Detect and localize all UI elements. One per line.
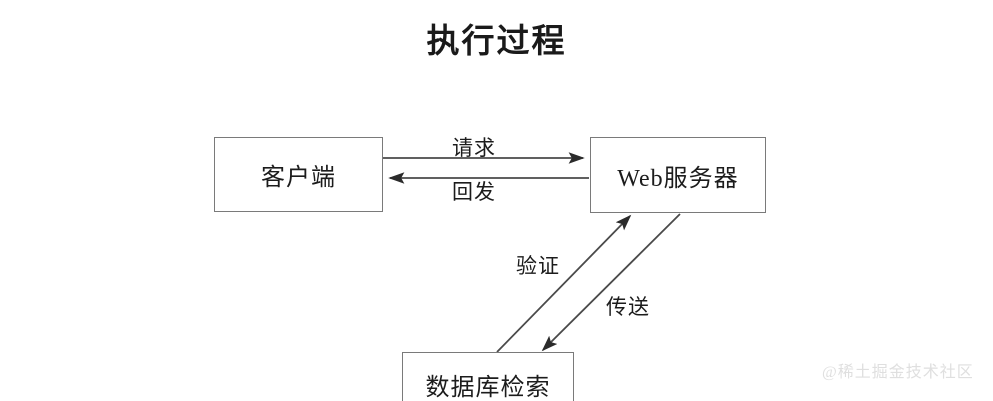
arrow-verify xyxy=(496,214,632,353)
edge-label-verify: 验证 xyxy=(516,254,560,278)
node-web-server-label: Web服务器 xyxy=(617,165,739,192)
node-client[interactable]: 客户端 xyxy=(214,137,383,212)
edge-label-transmit: 传送 xyxy=(606,295,650,319)
watermark: @稀土掘金技术社区 xyxy=(822,364,974,381)
arrow-transmit xyxy=(541,213,681,352)
node-database[interactable]: 数据库检索 xyxy=(402,352,574,401)
edge-label-postback: 回发 xyxy=(452,180,496,204)
page-title: 执行过程 xyxy=(426,24,567,60)
node-web-server[interactable]: Web服务器 xyxy=(590,137,766,213)
edge-label-request: 请求 xyxy=(452,136,496,160)
node-client-label: 客户端 xyxy=(261,165,336,191)
node-database-label: 数据库检索 xyxy=(425,375,551,401)
